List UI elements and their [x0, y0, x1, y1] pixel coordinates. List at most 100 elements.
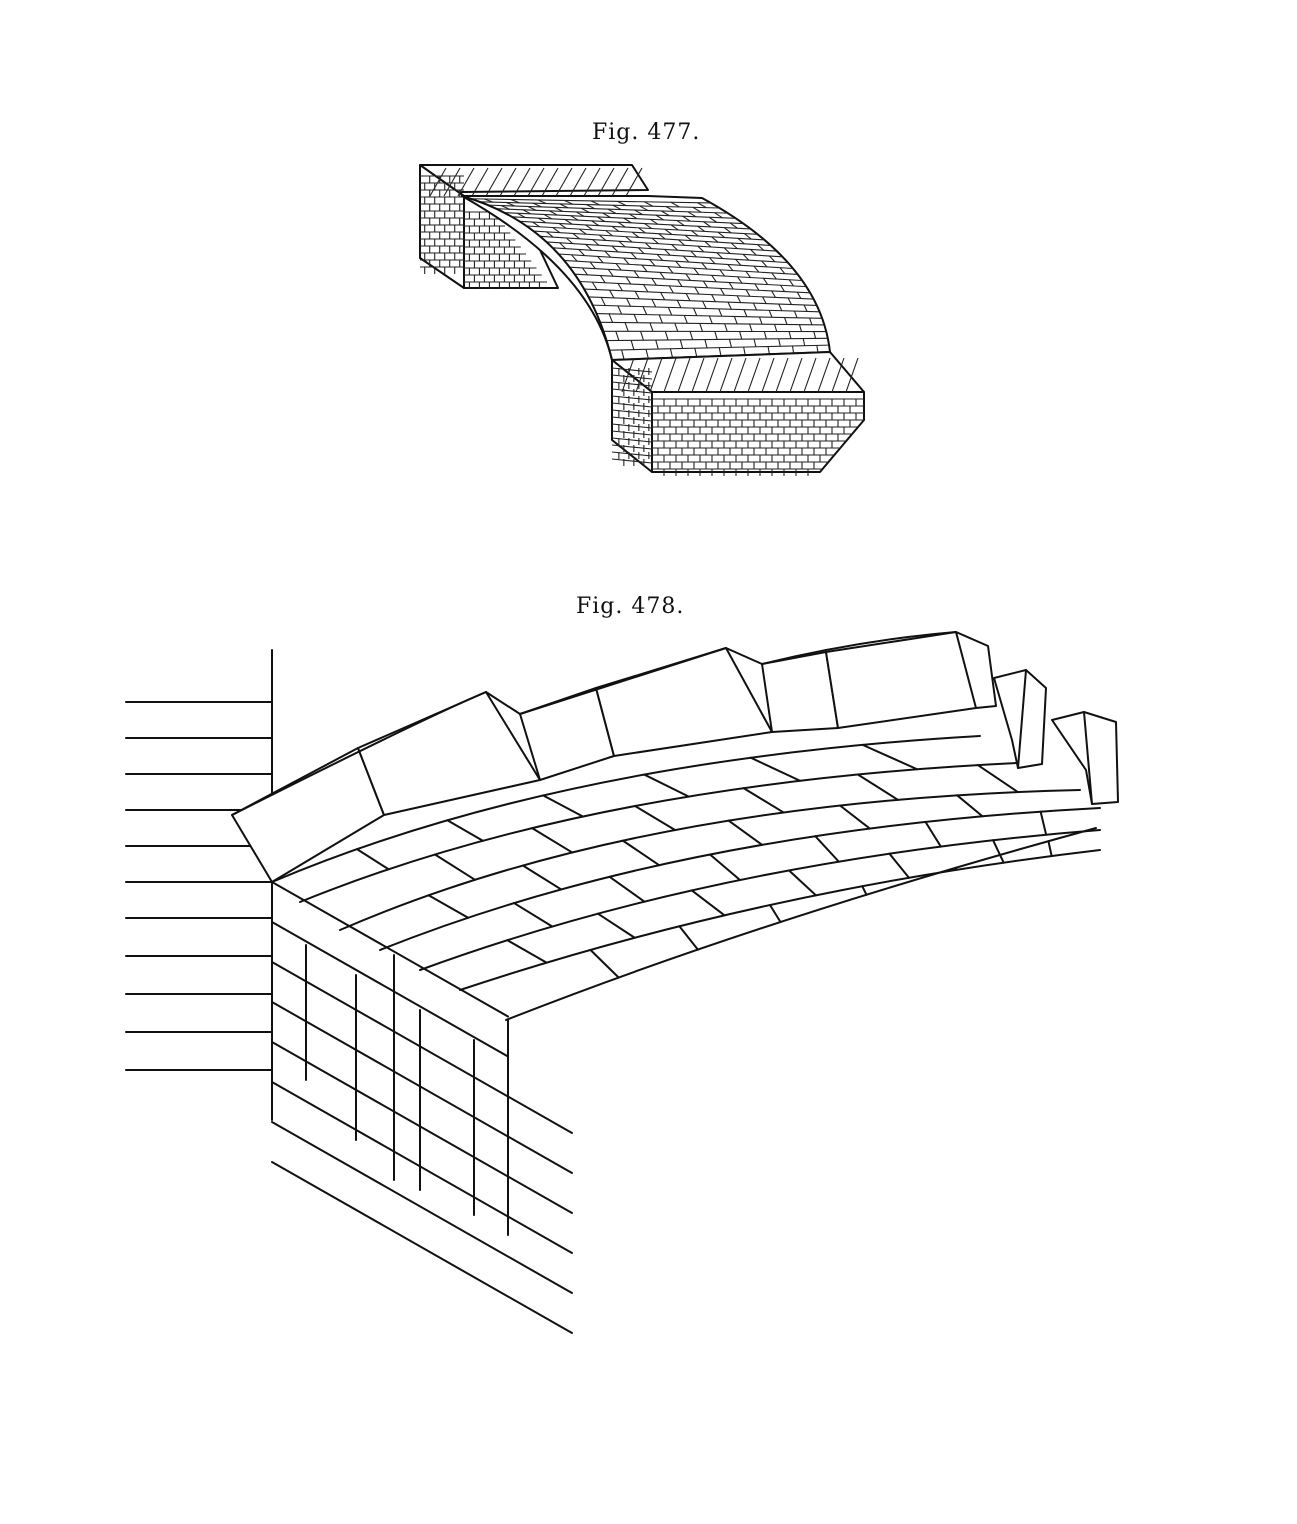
vault-joint	[745, 289, 751, 297]
vault-joint	[723, 227, 732, 234]
vault-joint	[585, 224, 593, 231]
vault-joint	[771, 272, 777, 280]
vault-joint	[634, 209, 643, 216]
fig477-right-abutment-front	[651, 391, 865, 473]
brick-joint	[691, 357, 705, 393]
vault-joint	[724, 323, 728, 332]
vault-joint	[650, 218, 659, 225]
vault-joint	[624, 322, 629, 332]
vault-joint	[676, 220, 685, 227]
vault-joint	[575, 211, 585, 217]
vault-joint	[784, 317, 788, 325]
vault-joint	[778, 303, 783, 311]
vault-joint	[637, 247, 645, 254]
vault-joint	[750, 249, 757, 256]
arch-joint	[976, 764, 1019, 794]
crown-stone-4	[595, 647, 773, 757]
vault-joint	[749, 323, 753, 332]
vault-joint	[527, 205, 537, 211]
brick-course	[611, 444, 653, 450]
vault-joint	[676, 300, 682, 308]
arch-joint	[643, 773, 690, 798]
vault-joint	[640, 331, 644, 341]
brick-joint	[569, 167, 587, 197]
vault-joint	[670, 224, 679, 231]
vault-joint	[704, 339, 708, 349]
vault-joint	[658, 314, 663, 324]
abutment-course	[271, 1081, 573, 1254]
arch-joint	[1047, 840, 1053, 858]
arch-joint	[749, 756, 801, 782]
vault-joint	[733, 316, 738, 325]
vault-joint	[774, 324, 778, 332]
vault-course	[540, 235, 777, 252]
vault-joint	[589, 261, 596, 270]
brick-joint	[705, 357, 719, 393]
crown-top-edge-1	[231, 691, 521, 816]
vault-joint	[711, 236, 719, 243]
vault-joint	[546, 231, 554, 238]
brick-course	[611, 416, 653, 422]
vault-joint	[607, 208, 617, 215]
vault-joint	[701, 262, 708, 270]
brick-course	[611, 458, 653, 464]
vault-joint	[689, 331, 694, 340]
vault-joint	[611, 225, 620, 232]
vault-joint	[667, 266, 674, 274]
vault-joint	[694, 348, 698, 358]
vault-joint	[591, 220, 600, 227]
vault-joint	[736, 295, 742, 303]
vault-joint	[585, 244, 593, 251]
vault-joint	[728, 339, 732, 348]
arch-joint	[427, 894, 470, 919]
vault-joint	[788, 331, 792, 339]
vault-joint	[651, 237, 659, 245]
vault-joint	[697, 202, 707, 209]
vault-joint	[582, 267, 588, 276]
vault-joint	[735, 258, 742, 266]
abutment-course	[271, 881, 509, 1018]
vault-joint	[693, 267, 700, 275]
vault-joint	[677, 279, 683, 287]
brick-joint	[485, 167, 503, 197]
vault-joint	[711, 275, 717, 283]
vault-joint	[788, 279, 794, 287]
brick-joint	[677, 357, 691, 393]
vault-joint	[651, 278, 657, 286]
vault-joint	[609, 289, 615, 299]
vault-joint	[704, 241, 712, 248]
brick-course	[611, 374, 653, 380]
vault-joint	[631, 231, 640, 238]
vault-joint	[639, 205, 649, 211]
vault-joint	[579, 228, 587, 235]
vault-joint	[809, 317, 813, 325]
arch-joint	[690, 889, 726, 917]
vault-course	[584, 288, 814, 300]
vault-joint	[669, 348, 674, 358]
abutment-course	[271, 961, 573, 1134]
vault-joint	[753, 338, 757, 347]
brick-course	[611, 402, 653, 408]
arch-joint	[678, 925, 699, 951]
brick-joint	[845, 357, 859, 393]
brick-joint	[457, 167, 475, 197]
vault-joint	[621, 349, 625, 360]
vault-joint	[793, 310, 798, 319]
vault-joint	[664, 248, 671, 256]
vault-joint	[729, 222, 738, 229]
vault-joint	[625, 236, 633, 243]
end-stone-edge	[1017, 669, 1027, 769]
brick-course	[611, 388, 653, 394]
vault-joint	[742, 253, 750, 261]
vault-course	[511, 216, 751, 230]
vault-joint	[611, 245, 619, 253]
vault-joint	[660, 210, 670, 217]
vault-joint	[559, 242, 567, 250]
vault-joint	[762, 277, 769, 285]
vault-joint	[678, 239, 686, 246]
vault-joint	[549, 210, 558, 216]
vault-joint	[761, 260, 768, 268]
vault-joint	[644, 242, 652, 249]
vault-joint	[798, 324, 803, 332]
arch-joint	[742, 787, 785, 814]
